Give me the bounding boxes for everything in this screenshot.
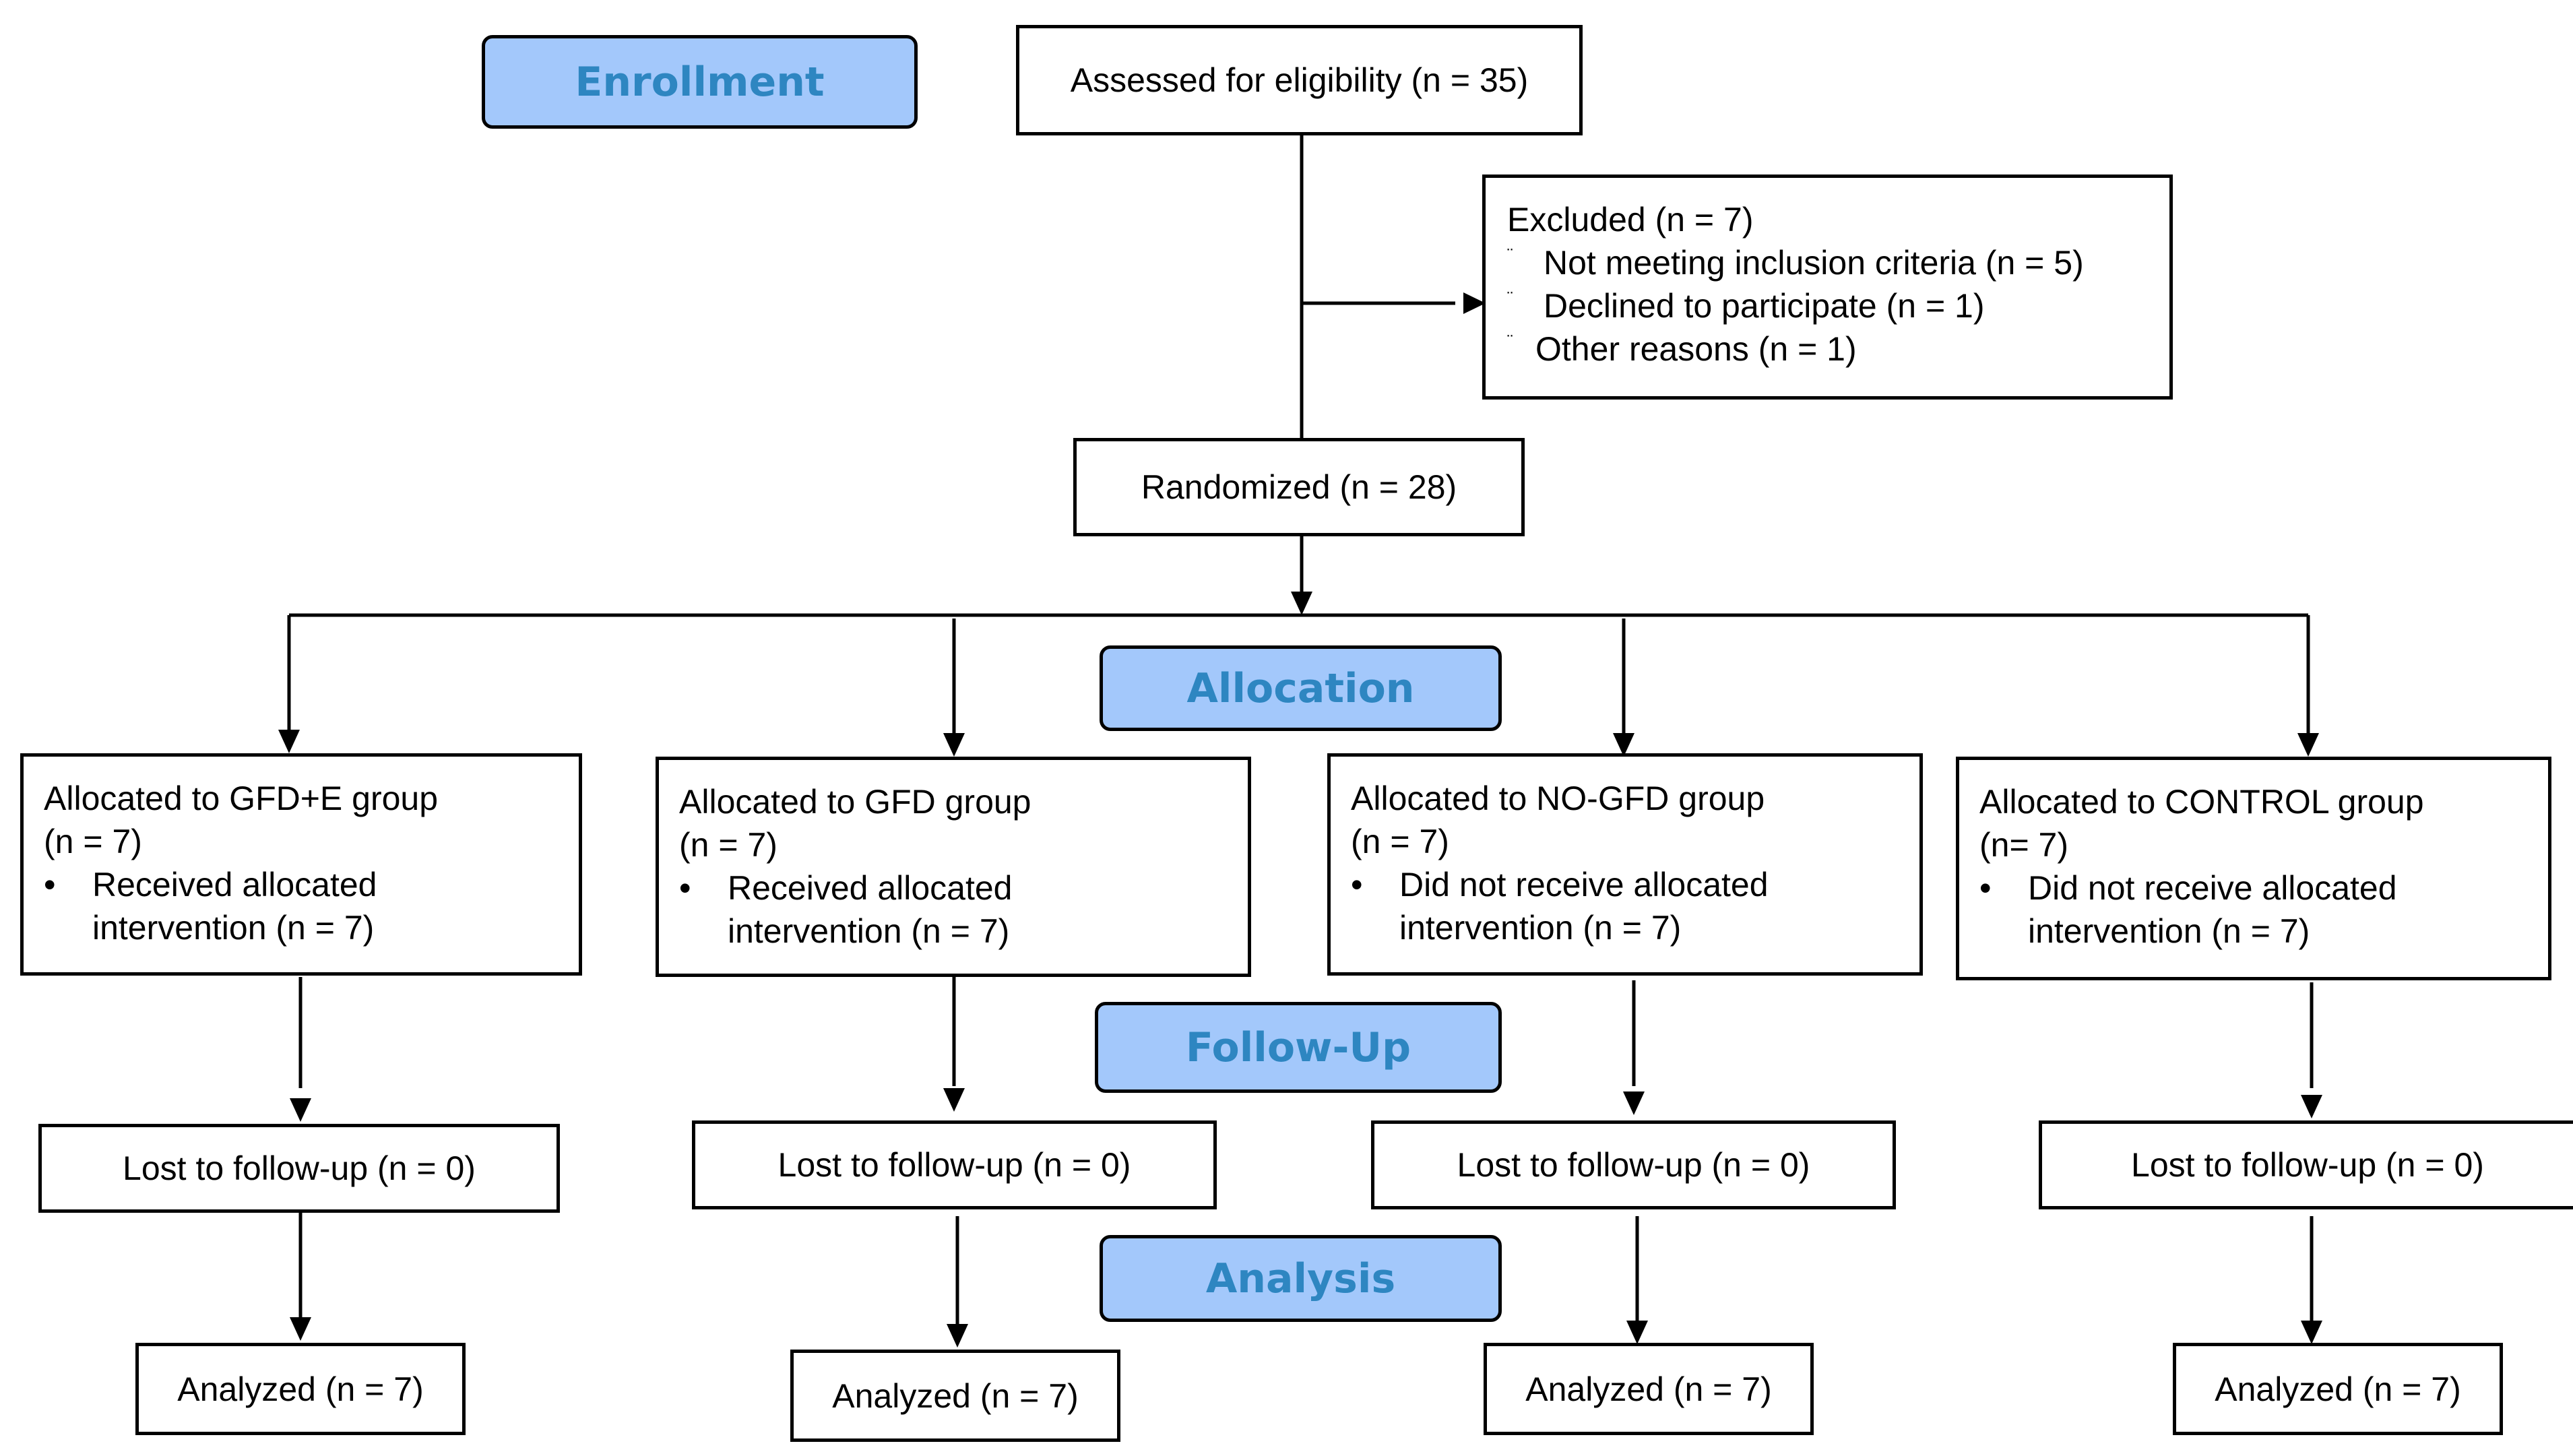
arrowhead-alloc-2 (943, 733, 965, 757)
arrowhead-randomized (1291, 592, 1312, 615)
randomized-text: Randomized (n = 28) (1141, 468, 1457, 506)
lost-text: Lost to follow-up (n = 0) (2131, 1146, 2484, 1184)
lost-text: Lost to follow-up (n = 0) (1457, 1146, 1810, 1184)
arrowhead-excluded (1463, 292, 1486, 314)
allocation-detail-line: Received allocated (728, 869, 1013, 907)
allocation-title: Allocated to GFD+E group (44, 780, 439, 817)
lost-box-gfd-e: Lost to follow-up (n = 0) (38, 1124, 560, 1213)
assessed-box: Assessed for eligibility (n = 35) (1016, 25, 1583, 135)
bullet-marker: • (1979, 869, 1992, 907)
arrowhead-alloc-1 (278, 730, 300, 753)
excluded-box: Excluded (n = 7) ¨ Not meeting inclusion… (1482, 175, 2173, 400)
excluded-reason-text: Other reasons (n = 1) (1535, 330, 1857, 368)
lost-box-gfd: Lost to follow-up (n = 0) (692, 1120, 1217, 1209)
allocation-title: Allocated to NO-GFD group (1351, 780, 1765, 817)
lost-text: Lost to follow-up (n = 0) (123, 1149, 476, 1187)
arrowhead-analyzed-3 (1626, 1321, 1648, 1344)
arrowhead-lost-1 (290, 1098, 311, 1122)
allocation-n: (n = 7) (44, 823, 142, 860)
excluded-reason-text: Declined to participate (n = 1) (1544, 287, 1985, 325)
list-marker: ¨ (1507, 245, 1513, 265)
allocation-detail-line: Did not receive allocated (2028, 869, 2397, 907)
list-marker: ¨ (1507, 288, 1513, 308)
excluded-reason-text: Not meeting inclusion criteria (n = 5) (1544, 244, 2084, 282)
allocation-detail: • Received allocated intervention (n = 7) (679, 866, 1248, 953)
excluded-reason: ¨ Other reasons (n = 1) (1507, 327, 2169, 371)
allocation-n: (n = 7) (679, 826, 777, 864)
allocation-detail: • Did not receive allocated intervention … (1979, 866, 2548, 953)
analyzed-box-control: Analyzed (n = 7) (2173, 1343, 2503, 1435)
bullet-marker: • (679, 869, 691, 907)
analyzed-box-gfd-e: Analyzed (n = 7) (135, 1343, 466, 1435)
excluded-reason: ¨ Declined to participate (n = 1) (1507, 284, 2169, 327)
bullet-marker: • (1351, 866, 1363, 904)
allocation-detail: • Did not receive allocated intervention … (1351, 863, 1919, 949)
analyzed-box-gfd: Analyzed (n = 7) (790, 1350, 1120, 1442)
allocation-detail-line: intervention (n = 7) (2028, 912, 2310, 950)
allocation-detail-line: Did not receive allocated (1399, 866, 1769, 904)
analyzed-text: Analyzed (n = 7) (1525, 1370, 1772, 1408)
arrowhead-analyzed-2 (947, 1324, 968, 1348)
allocation-n: (n = 7) (1351, 823, 1449, 860)
arrowhead-analyzed-4 (2301, 1321, 2322, 1344)
stage-follow-up: Follow-Up (1095, 1002, 1502, 1093)
analyzed-text: Analyzed (n = 7) (2215, 1370, 2461, 1408)
arrowhead-lost-2 (943, 1088, 965, 1112)
stage-enrollment: Enrollment (482, 35, 918, 129)
analyzed-text: Analyzed (n = 7) (177, 1370, 424, 1408)
allocation-box-no-gfd: Allocated to NO-GFD group (n = 7) • Did … (1327, 753, 1923, 976)
allocation-detail-line: intervention (n = 7) (728, 912, 1010, 950)
allocation-title: Allocated to GFD group (679, 783, 1031, 821)
allocation-detail-line: intervention (n = 7) (1399, 909, 1682, 947)
allocation-box-gfd: Allocated to GFD group (n = 7) • Receive… (656, 757, 1251, 977)
bullet-marker: • (44, 866, 56, 904)
allocation-detail-line: intervention (n = 7) (92, 909, 375, 947)
allocation-detail-line: Received allocated (92, 866, 377, 904)
allocation-title: Allocated to CONTROL group (1979, 783, 2424, 821)
lost-box-no-gfd: Lost to follow-up (n = 0) (1371, 1120, 1896, 1209)
arrowhead-lost-3 (1623, 1091, 1645, 1115)
analyzed-box-no-gfd: Analyzed (n = 7) (1484, 1343, 1814, 1435)
stage-allocation: Allocation (1100, 645, 1502, 731)
allocation-detail: • Received allocated intervention (n = 7) (44, 863, 579, 949)
excluded-title: Excluded (n = 7) (1507, 201, 1754, 239)
lost-text: Lost to follow-up (n = 0) (777, 1146, 1131, 1184)
allocation-box-control: Allocated to CONTROL group (n= 7) • Did … (1956, 757, 2551, 980)
arrowhead-alloc-4 (2297, 733, 2319, 757)
allocation-n: (n= 7) (1979, 826, 2069, 864)
allocation-box-gfd-e: Allocated to GFD+E group (n = 7) • Recei… (20, 753, 582, 976)
arrowhead-lost-4 (2301, 1095, 2322, 1118)
list-marker: ¨ (1507, 331, 1513, 351)
lost-box-control: Lost to follow-up (n = 0) (2039, 1120, 2573, 1209)
stage-analysis: Analysis (1100, 1235, 1502, 1322)
arrowhead-alloc-3 (1613, 733, 1634, 757)
excluded-reason: ¨ Not meeting inclusion criteria (n = 5) (1507, 241, 2169, 284)
assessed-text: Assessed for eligibility (n = 35) (1070, 61, 1529, 99)
analyzed-text: Analyzed (n = 7) (832, 1376, 1079, 1415)
randomized-box: Randomized (n = 28) (1073, 438, 1525, 536)
arrowhead-analyzed-1 (290, 1317, 311, 1341)
